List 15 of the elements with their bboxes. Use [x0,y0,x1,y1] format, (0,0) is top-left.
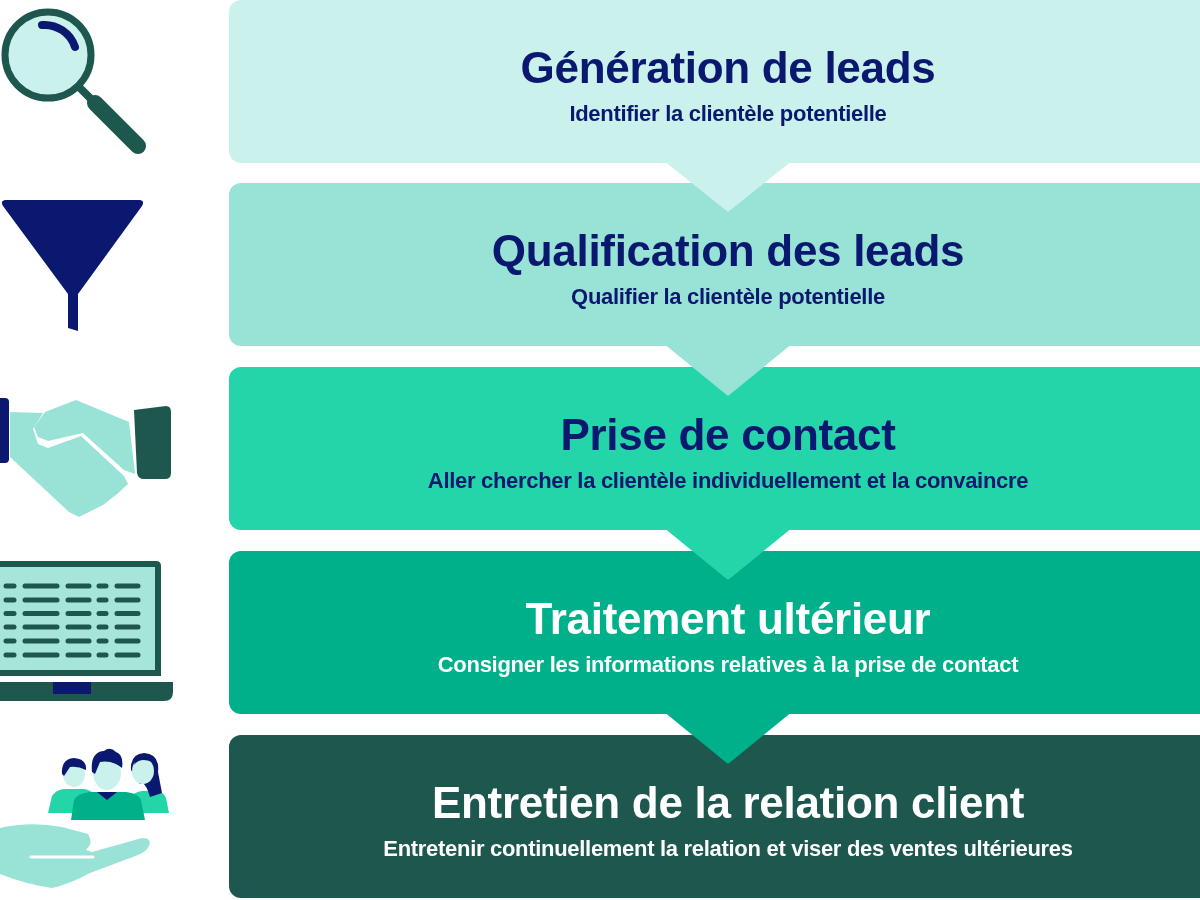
step-title: Entretien de la relation client [431,778,1025,828]
step-title: Prise de contact [560,410,896,460]
step-title: Génération de leads [520,43,936,93]
step-subtitle: Consigner les informations relatives à la prise de contact [437,652,1019,678]
step-title: Qualification des leads [491,226,965,276]
chevron-arrow [666,345,790,396]
step-subtitle: Qualifier la clientèle potentielle [571,284,885,310]
chevron-arrow [666,529,790,580]
chevron-arrow [666,162,790,212]
step-title: Traitement ultérieur [525,594,931,644]
step-subtitle: Aller chercher la clientèle individuellement et la convaincre [427,468,1029,494]
step-subtitle: Identifier la clientèle potentielle [569,101,887,127]
step-subtitle: Entretenir continuellement la relation et viser des ventes ultérieures [383,836,1073,862]
chevron-arrow [666,713,790,764]
step-box [229,735,1200,898]
